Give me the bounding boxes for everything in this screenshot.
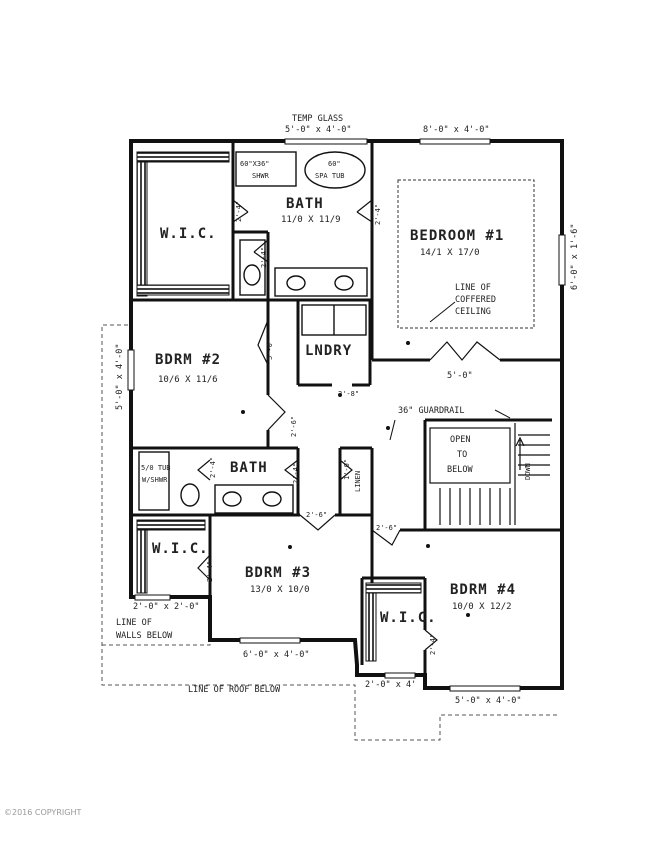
guardrail-note: 36" GUARDRAIL bbox=[398, 406, 465, 416]
door-dim-wic4: 2'-4" bbox=[429, 634, 437, 655]
door-dim-bath2-right: 2'-4" bbox=[292, 463, 300, 484]
window-top-right-dim: 8'-0" x 4'-0" bbox=[423, 125, 490, 135]
windows bbox=[127, 138, 566, 692]
master-sink-right bbox=[334, 275, 354, 291]
closet-rods bbox=[136, 151, 422, 662]
walls-below-note-1: LINE OF bbox=[116, 618, 152, 628]
shower-stall bbox=[235, 151, 297, 187]
door-dim-bdrm3: 2'-6" bbox=[306, 511, 327, 519]
room-bdrm4-dims: 10/0 X 12/2 bbox=[452, 602, 512, 612]
room-bath-master: BATH bbox=[286, 196, 324, 212]
room-bdrm2: BDRM #2 bbox=[155, 352, 221, 368]
tub-shower-label1: 5/0 TUB bbox=[141, 464, 171, 472]
coffered-ceiling-line bbox=[397, 179, 535, 329]
master-sink-left bbox=[286, 275, 306, 291]
opening-dim: 5'-0" bbox=[447, 371, 473, 381]
door-dim-bath2-left: 2'-4" bbox=[209, 457, 217, 478]
door-dim-laundry: 2'-8" bbox=[338, 390, 359, 398]
room-bath-master-dims: 11/0 X 11/9 bbox=[281, 215, 341, 225]
spa-tub-label: SPA TUB bbox=[315, 172, 345, 180]
walls-below-note-2: WALLS BELOW bbox=[116, 631, 173, 641]
open-line2: TO bbox=[457, 450, 467, 460]
room-bdrm4: BDRM #4 bbox=[450, 582, 516, 598]
room-bath2: BATH bbox=[230, 460, 268, 476]
shower-size-label: 60"X36" bbox=[240, 160, 270, 168]
room-wic-master: W.I.C. bbox=[160, 226, 217, 242]
copyright-text: ©2016 COPYRIGHT bbox=[4, 808, 81, 817]
shower-label: SHWR bbox=[252, 172, 270, 180]
dashed-below-lines bbox=[101, 324, 560, 741]
open-line1: OPEN bbox=[450, 435, 470, 445]
window-bottom-left-dim: 6'-0" x 4'-0" bbox=[243, 650, 310, 660]
coffered-note-2: COFFERED bbox=[455, 295, 496, 305]
room-bedroom1: BEDROOM #1 bbox=[410, 228, 504, 244]
room-laundry: LNDRY bbox=[305, 343, 352, 359]
door-swings bbox=[197, 199, 501, 651]
temp-glass-note: TEMP GLASS bbox=[292, 114, 343, 124]
window-2x2-dim: 2'-0" x 2'-0" bbox=[133, 602, 200, 612]
room-bdrm3: BDRM #3 bbox=[245, 565, 311, 581]
window-bottom-right-dim: 5'-0" x 4'-0" bbox=[455, 696, 522, 706]
spa-tub bbox=[304, 151, 366, 189]
window-right-dim: 6'-0" x 1'-6" bbox=[570, 223, 580, 290]
room-bdrm3-dims: 13/0 X 10/0 bbox=[250, 585, 310, 595]
spa-tub-size-label: 60" bbox=[328, 160, 341, 168]
fixtures bbox=[138, 151, 368, 514]
room-bdrm2-dims: 10/6 X 11/6 bbox=[158, 375, 218, 385]
door-dim-bdrm4: 2'-6" bbox=[376, 524, 397, 532]
interior-walls bbox=[133, 143, 560, 675]
door-dim-bdrm2-closet: 5'-0" bbox=[266, 339, 274, 360]
exterior-walls bbox=[129, 139, 564, 690]
door-dim-wic2: 2'-4" bbox=[206, 561, 214, 582]
room-wic4: W.I.C. bbox=[380, 610, 437, 626]
coffered-note-3: CEILING bbox=[455, 307, 491, 317]
bath2-vanity bbox=[214, 484, 294, 514]
door-dim-bdrm2: 2'-6" bbox=[290, 416, 298, 437]
master-wc bbox=[239, 239, 266, 296]
light-dots bbox=[241, 341, 470, 617]
tub-shower-label2: W/SHWR bbox=[142, 476, 168, 484]
open-line3: BELOW bbox=[447, 465, 473, 475]
stairs bbox=[429, 423, 550, 525]
bath2-wc bbox=[180, 483, 200, 507]
room-wic2: W.I.C. bbox=[152, 541, 209, 557]
room-linen: LINEN bbox=[354, 471, 362, 492]
coffered-note-1: LINE OF bbox=[455, 283, 491, 293]
door-dim-bath-master: 2'-4" bbox=[374, 204, 382, 225]
window-left-dim: 5'-0" x 4'-0" bbox=[115, 343, 125, 410]
leader-lines bbox=[389, 301, 511, 441]
window-bottom-mid-dim: 2'-0" x 4' bbox=[365, 680, 416, 690]
master-vanity bbox=[274, 267, 368, 297]
door-dim-wc: 2'-4" bbox=[260, 247, 268, 268]
linen-dim: 1'-0" bbox=[343, 459, 351, 480]
stair-down-label: DOWN bbox=[524, 463, 532, 480]
room-bedroom1-dims: 14/1 X 17/0 bbox=[420, 248, 480, 258]
door-dim-wic-master: 2'-4" bbox=[235, 201, 243, 222]
roof-below-note: LINE OF ROOF BELOW bbox=[188, 685, 281, 695]
window-top-left-dim: 5'-0" x 4'-0" bbox=[285, 125, 352, 135]
tub-shower bbox=[138, 451, 170, 511]
